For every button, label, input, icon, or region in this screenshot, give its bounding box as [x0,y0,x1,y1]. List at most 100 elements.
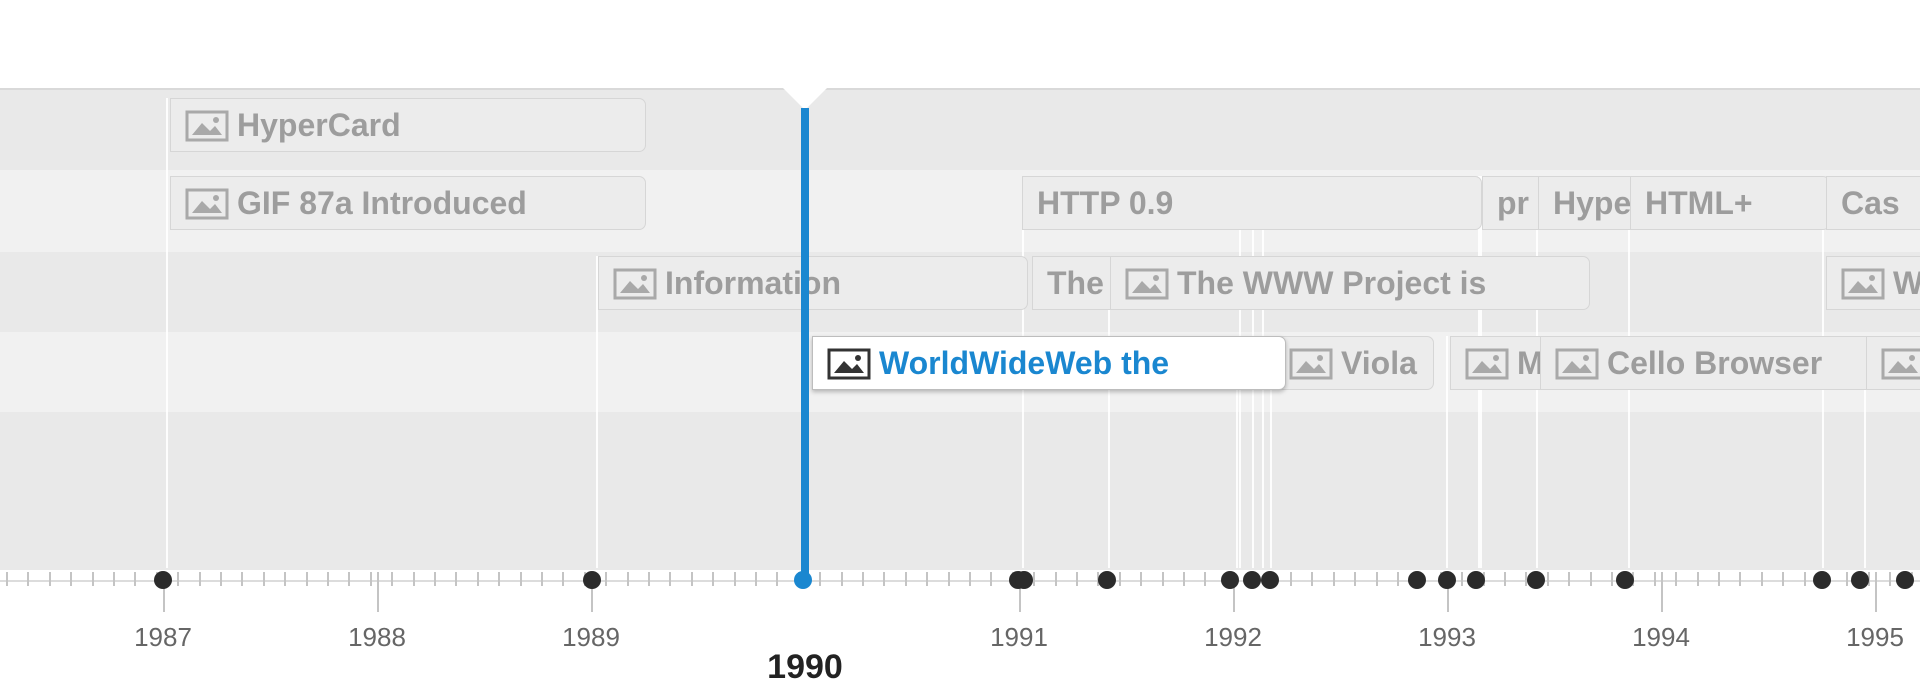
event-dot[interactable] [1098,571,1116,589]
axis-major-tick [591,572,593,612]
event-dot[interactable] [1813,571,1831,589]
event-flag[interactable]: W [1826,256,1920,310]
axis-minor-tick [1547,572,1549,586]
axis-minor-tick [1739,572,1741,586]
event-stem [1270,336,1272,568]
axis-major-tick [1661,572,1663,612]
event-flag[interactable]: Cas [1826,176,1920,230]
image-icon [185,188,229,220]
image-icon [1881,348,1920,380]
event-flag[interactable]: Cello Browser [1540,336,1900,390]
axis-minor-tick [1868,572,1870,586]
axis-minor-tick [1611,572,1613,586]
axis-minor-tick [413,572,415,586]
event-flag[interactable]: M [1450,336,1550,390]
event-dot[interactable] [1527,571,1545,589]
axis-minor-tick [370,572,372,586]
axis-minor-tick [6,572,8,586]
event-flag[interactable]: HyperCard [170,98,646,152]
axis-minor-tick [712,572,714,586]
event-flag-active[interactable]: WorldWideWeb the [812,336,1286,390]
axis-minor-tick [306,572,308,586]
event-dot[interactable] [154,571,172,589]
axis-minor-tick [1354,572,1356,586]
axis-major-tick [163,572,165,612]
axis-minor-tick [605,572,607,586]
event-dot[interactable] [1243,571,1261,589]
axis-major-tick [1447,572,1449,612]
axis-minor-tick [691,572,693,586]
axis-minor-tick [755,572,757,586]
image-icon [613,268,657,300]
axis-minor-tick [1525,572,1527,586]
event-flag-label: HTML+ [1645,185,1753,221]
event-flag[interactable]: The WWW Project is [1110,256,1590,310]
axis-minor-tick [562,572,564,586]
axis-minor-tick [1761,572,1763,586]
event-flag-label: WorldWideWeb the [879,345,1170,381]
event-flag[interactable]: Viola [1274,336,1434,390]
axis-minor-tick [284,572,286,586]
axis-minor-tick [948,572,950,586]
axis-minor-tick [70,572,72,586]
event-dot[interactable] [1221,571,1239,589]
axis-minor-tick [263,572,265,586]
event-dot[interactable] [1438,571,1456,589]
current-time-marker[interactable] [801,108,809,578]
event-flag[interactable] [1866,336,1920,390]
event-flag[interactable]: Hype [1538,176,1638,230]
event-flag-label: M [1517,345,1544,381]
event-stem [1108,256,1110,568]
axis-major-tick [1233,572,1235,612]
event-dot[interactable] [1015,571,1033,589]
axis-minor-tick [734,572,736,586]
event-dot[interactable] [1616,571,1634,589]
event-flag-label: The [1047,265,1104,301]
year-label: 1988 [348,622,406,652]
axis-minor-tick [1504,572,1506,586]
year-label: 1994 [1632,622,1690,652]
axis-minor-tick [819,572,821,586]
axis-minor-tick [49,572,51,586]
axis-minor-tick [1376,572,1378,586]
event-flag-label: pr [1497,185,1529,221]
current-time-notch [781,86,829,110]
event-flag-label: GIF 87a Introduced [237,185,527,221]
event-flag-label: HTTP 0.9 [1037,185,1174,221]
axis-minor-tick [1718,572,1720,586]
event-dot[interactable] [1408,571,1426,589]
year-label: 1987 [134,622,192,652]
axis-major-tick [1019,572,1021,612]
event-stem [166,98,168,568]
axis-minor-tick [1140,572,1142,586]
event-flag[interactable]: GIF 87a Introduced [170,176,646,230]
event-flag-label: The WWW Project is [1177,265,1487,301]
image-icon [185,110,229,142]
event-flag-label: Viola [1341,345,1417,381]
event-flag[interactable]: HTML+ [1630,176,1830,230]
year-label: 1989 [562,622,620,652]
event-dot[interactable] [1261,571,1279,589]
event-stem [596,256,598,568]
axis-major-tick [377,572,379,612]
axis-minor-tick [1846,572,1848,586]
event-dot[interactable] [1896,571,1914,589]
event-flag-label: Information [665,265,841,301]
axis-minor-tick [1204,572,1206,586]
event-stem [1864,336,1866,568]
event-dot[interactable] [1851,571,1869,589]
current-year-label: 1990 [767,648,843,686]
axis-minor-tick [1397,572,1399,586]
image-icon [1465,348,1509,380]
event-flag[interactable]: HTTP 0.9 [1022,176,1482,230]
event-flag[interactable]: Information [598,256,1028,310]
event-dot[interactable] [583,571,601,589]
axis-minor-tick [498,572,500,586]
axis-minor-tick [1183,572,1185,586]
event-stem [1446,336,1448,568]
axis-minor-tick [776,572,778,586]
axis-minor-tick [990,572,992,586]
event-dot[interactable] [1467,571,1485,589]
axis-minor-tick [1782,572,1784,586]
axis-minor-tick [1697,572,1699,586]
